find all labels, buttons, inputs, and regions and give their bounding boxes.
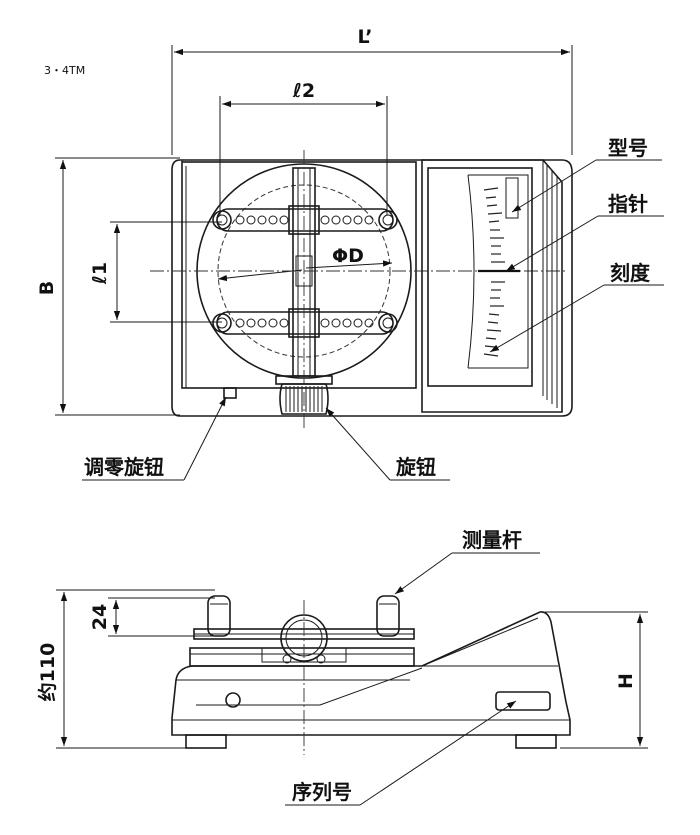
model-code-label: 3・4TM [44, 64, 85, 77]
dimension-hole-spacing-2: ℓ2 [219, 80, 388, 215]
callout-pointer: 指针 [505, 192, 664, 272]
width-label: B [36, 281, 58, 295]
knob-top [275, 375, 333, 415]
zero-adjust-knob-top [223, 387, 237, 399]
slotted-bar-lower [212, 311, 398, 335]
post-height-label: 24 [89, 604, 111, 630]
dimension-approx-height: 约110 [36, 589, 215, 749]
foot-left [185, 734, 227, 749]
body-top-outline [171, 159, 573, 417]
dimension-height: H [545, 611, 648, 749]
dial-diameter-label: ΦD [332, 245, 364, 267]
overall-length-label: L’ [358, 26, 373, 48]
side-view: 约110 24 H [36, 528, 648, 806]
hole-spacing-1-label: ℓ1 [89, 262, 111, 285]
zero-knob-callout-label: 调零旋钮 [84, 455, 164, 479]
gauge-window [421, 159, 563, 413]
model-callout-label: 型号 [608, 136, 648, 160]
serial-plate [495, 691, 551, 711]
dimension-post-height: 24 [89, 597, 215, 637]
callout-serial-number: 序列号 [285, 700, 517, 806]
hole-spacing-2-label: ℓ2 [292, 80, 315, 102]
pointer-callout-label: 指针 [608, 192, 648, 216]
top-view: L’ ℓ2 B ℓ1 [36, 26, 664, 481]
body-side [171, 611, 571, 749]
scale-callout-label: 刻度 [610, 261, 651, 285]
serial-number-callout-label: 序列号 [292, 780, 352, 804]
scale-ticks [483, 187, 505, 357]
callout-zero-knob: 调零旋钮 [82, 396, 227, 481]
zero-knob-side [225, 692, 241, 708]
model-plate [505, 177, 519, 219]
knob-callout-label: 旋钮 [395, 455, 436, 479]
measuring-rod-left [207, 595, 231, 637]
slotted-bar-upper [212, 208, 398, 232]
callout-scale: 刻度 [489, 261, 664, 353]
dial-plate-side [189, 647, 415, 667]
approx-height-label: 约110 [36, 643, 59, 702]
height-label: H [615, 673, 637, 689]
dimension-overall-length: L’ [171, 26, 573, 155]
measuring-rod-callout-label: 测量杆 [462, 528, 522, 552]
callout-model: 型号 [511, 136, 662, 213]
dimension-width: B [36, 157, 180, 416]
measuring-rod-right [376, 595, 400, 637]
callout-measuring-rod: 测量杆 [394, 528, 540, 595]
callout-knob: 旋钮 [325, 407, 450, 481]
dimension-hole-spacing-1: ℓ1 [89, 221, 222, 323]
foot-right [515, 734, 557, 749]
